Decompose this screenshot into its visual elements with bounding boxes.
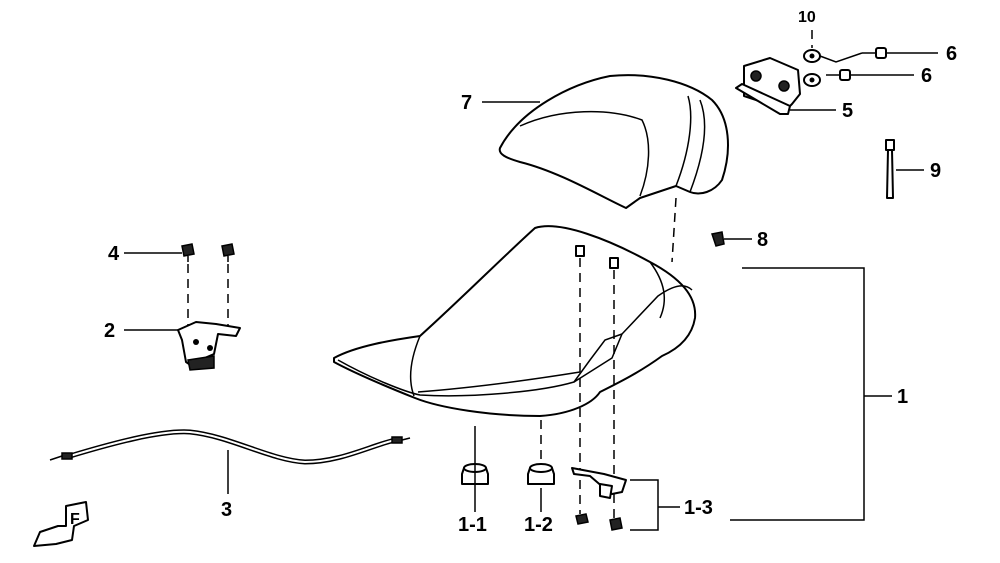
bracket-part-5 (735, 57, 801, 115)
label-part-10: 10 (798, 9, 816, 26)
label-part-2: 2 (104, 320, 115, 342)
front-arrow-icon: F (33, 501, 89, 547)
label-part-6-upper: 6 (946, 43, 957, 65)
leader-lines (124, 52, 938, 531)
tie-strap-part-9 (885, 139, 895, 199)
label-part-1: 1 (897, 386, 908, 408)
assembly-lines (187, 30, 813, 518)
label-part-4: 4 (108, 243, 120, 265)
bolt-part-4 (181, 243, 235, 262)
label-part-9: 9 (930, 160, 941, 182)
label-part-7: 7 (461, 92, 472, 114)
rear-seat-part-7 (498, 74, 729, 209)
label-part-3: 3 (221, 499, 232, 521)
front-arrow-label: F (70, 511, 80, 528)
label-part-5: 5 (842, 100, 853, 122)
washer-part-10 (803, 49, 821, 87)
main-seat-part-1 (333, 225, 697, 417)
label-part-6-lower: 6 (921, 65, 932, 87)
rubber-part-1-2 (527, 463, 555, 485)
label-part-1-3: 1-3 (684, 497, 713, 519)
cable-part-3 (49, 429, 411, 465)
label-part-8: 8 (757, 229, 768, 251)
bolt-part-6 (826, 47, 887, 81)
clip-part-8 (711, 231, 725, 247)
label-part-1-1: 1-1 (458, 514, 487, 536)
stay-part-1-3 (571, 245, 627, 531)
part-labels: 1 1-1 1-2 1-3 2 3 4 5 6 6 7 8 9 10 (104, 9, 957, 536)
latch-part-2 (177, 321, 241, 371)
label-part-1-2: 1-2 (524, 514, 553, 536)
